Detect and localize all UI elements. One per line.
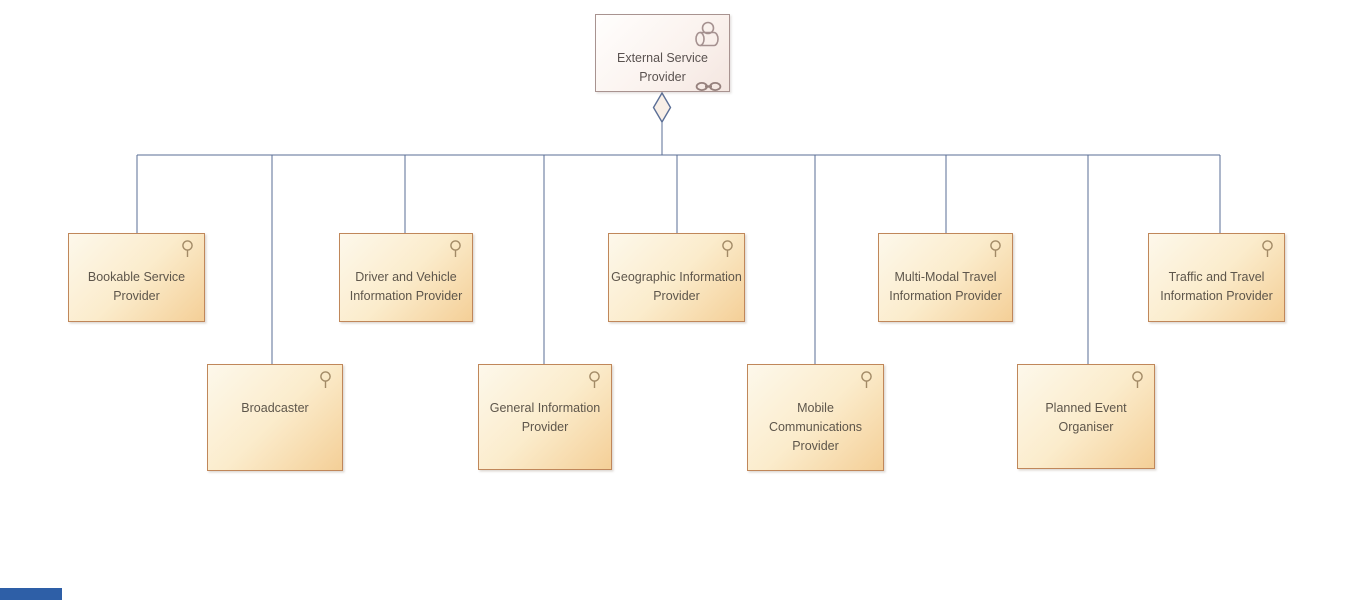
lollipop-actor-icon <box>1132 371 1143 388</box>
actor-database-icon <box>695 21 719 47</box>
node-label: Traffic and Travel Information Provider <box>1160 270 1273 303</box>
node-label: Planned Event Organiser <box>1045 401 1127 434</box>
lollipop-actor-icon <box>450 240 461 257</box>
node-broadcaster[interactable]: Broadcaster <box>207 364 343 471</box>
node-label: General Information Provider <box>489 401 601 434</box>
lollipop-actor-icon <box>990 240 1001 257</box>
lollipop-actor-icon <box>722 240 733 257</box>
node-bookable-service-provider[interactable]: Bookable Service Provider <box>68 233 205 322</box>
node-mobile-communications-provider[interactable]: Mobile Communications Provider <box>747 364 884 471</box>
lollipop-actor-icon <box>1262 240 1273 257</box>
node-external-service-provider[interactable]: External Service Provider <box>595 14 730 92</box>
taskbar-fragment <box>0 588 62 600</box>
node-driver-and-vehicle-info-provider[interactable]: Driver and Vehicle Information Provider <box>339 233 473 322</box>
node-label: Driver and Vehicle Information Provider <box>349 270 463 303</box>
node-traffic-and-travel-info-provider[interactable]: Traffic and Travel Information Provider <box>1148 233 1285 322</box>
lollipop-actor-icon <box>182 240 193 257</box>
node-multi-modal-travel-info-provider[interactable]: Multi-Modal Travel Information Provider <box>878 233 1013 322</box>
aggregation-diamond <box>652 91 672 124</box>
lollipop-actor-icon <box>861 371 872 388</box>
node-planned-event-organiser[interactable]: Planned Event Organiser <box>1017 364 1155 469</box>
node-label: Mobile Communications Provider <box>768 401 863 453</box>
chain-link-icon <box>695 82 722 91</box>
node-label: Bookable Service Provider <box>87 270 186 303</box>
node-label: External Service Provider <box>616 51 708 84</box>
lollipop-actor-icon <box>589 371 600 388</box>
lollipop-actor-icon <box>320 371 331 388</box>
node-geographic-information-provider[interactable]: Geographic Information Provider <box>608 233 745 322</box>
node-label: Broadcaster <box>241 401 309 415</box>
node-label: Geographic Information Provider <box>611 270 742 303</box>
node-label: Multi-Modal Travel Information Provider <box>889 270 1002 303</box>
node-general-information-provider[interactable]: General Information Provider <box>478 364 612 470</box>
